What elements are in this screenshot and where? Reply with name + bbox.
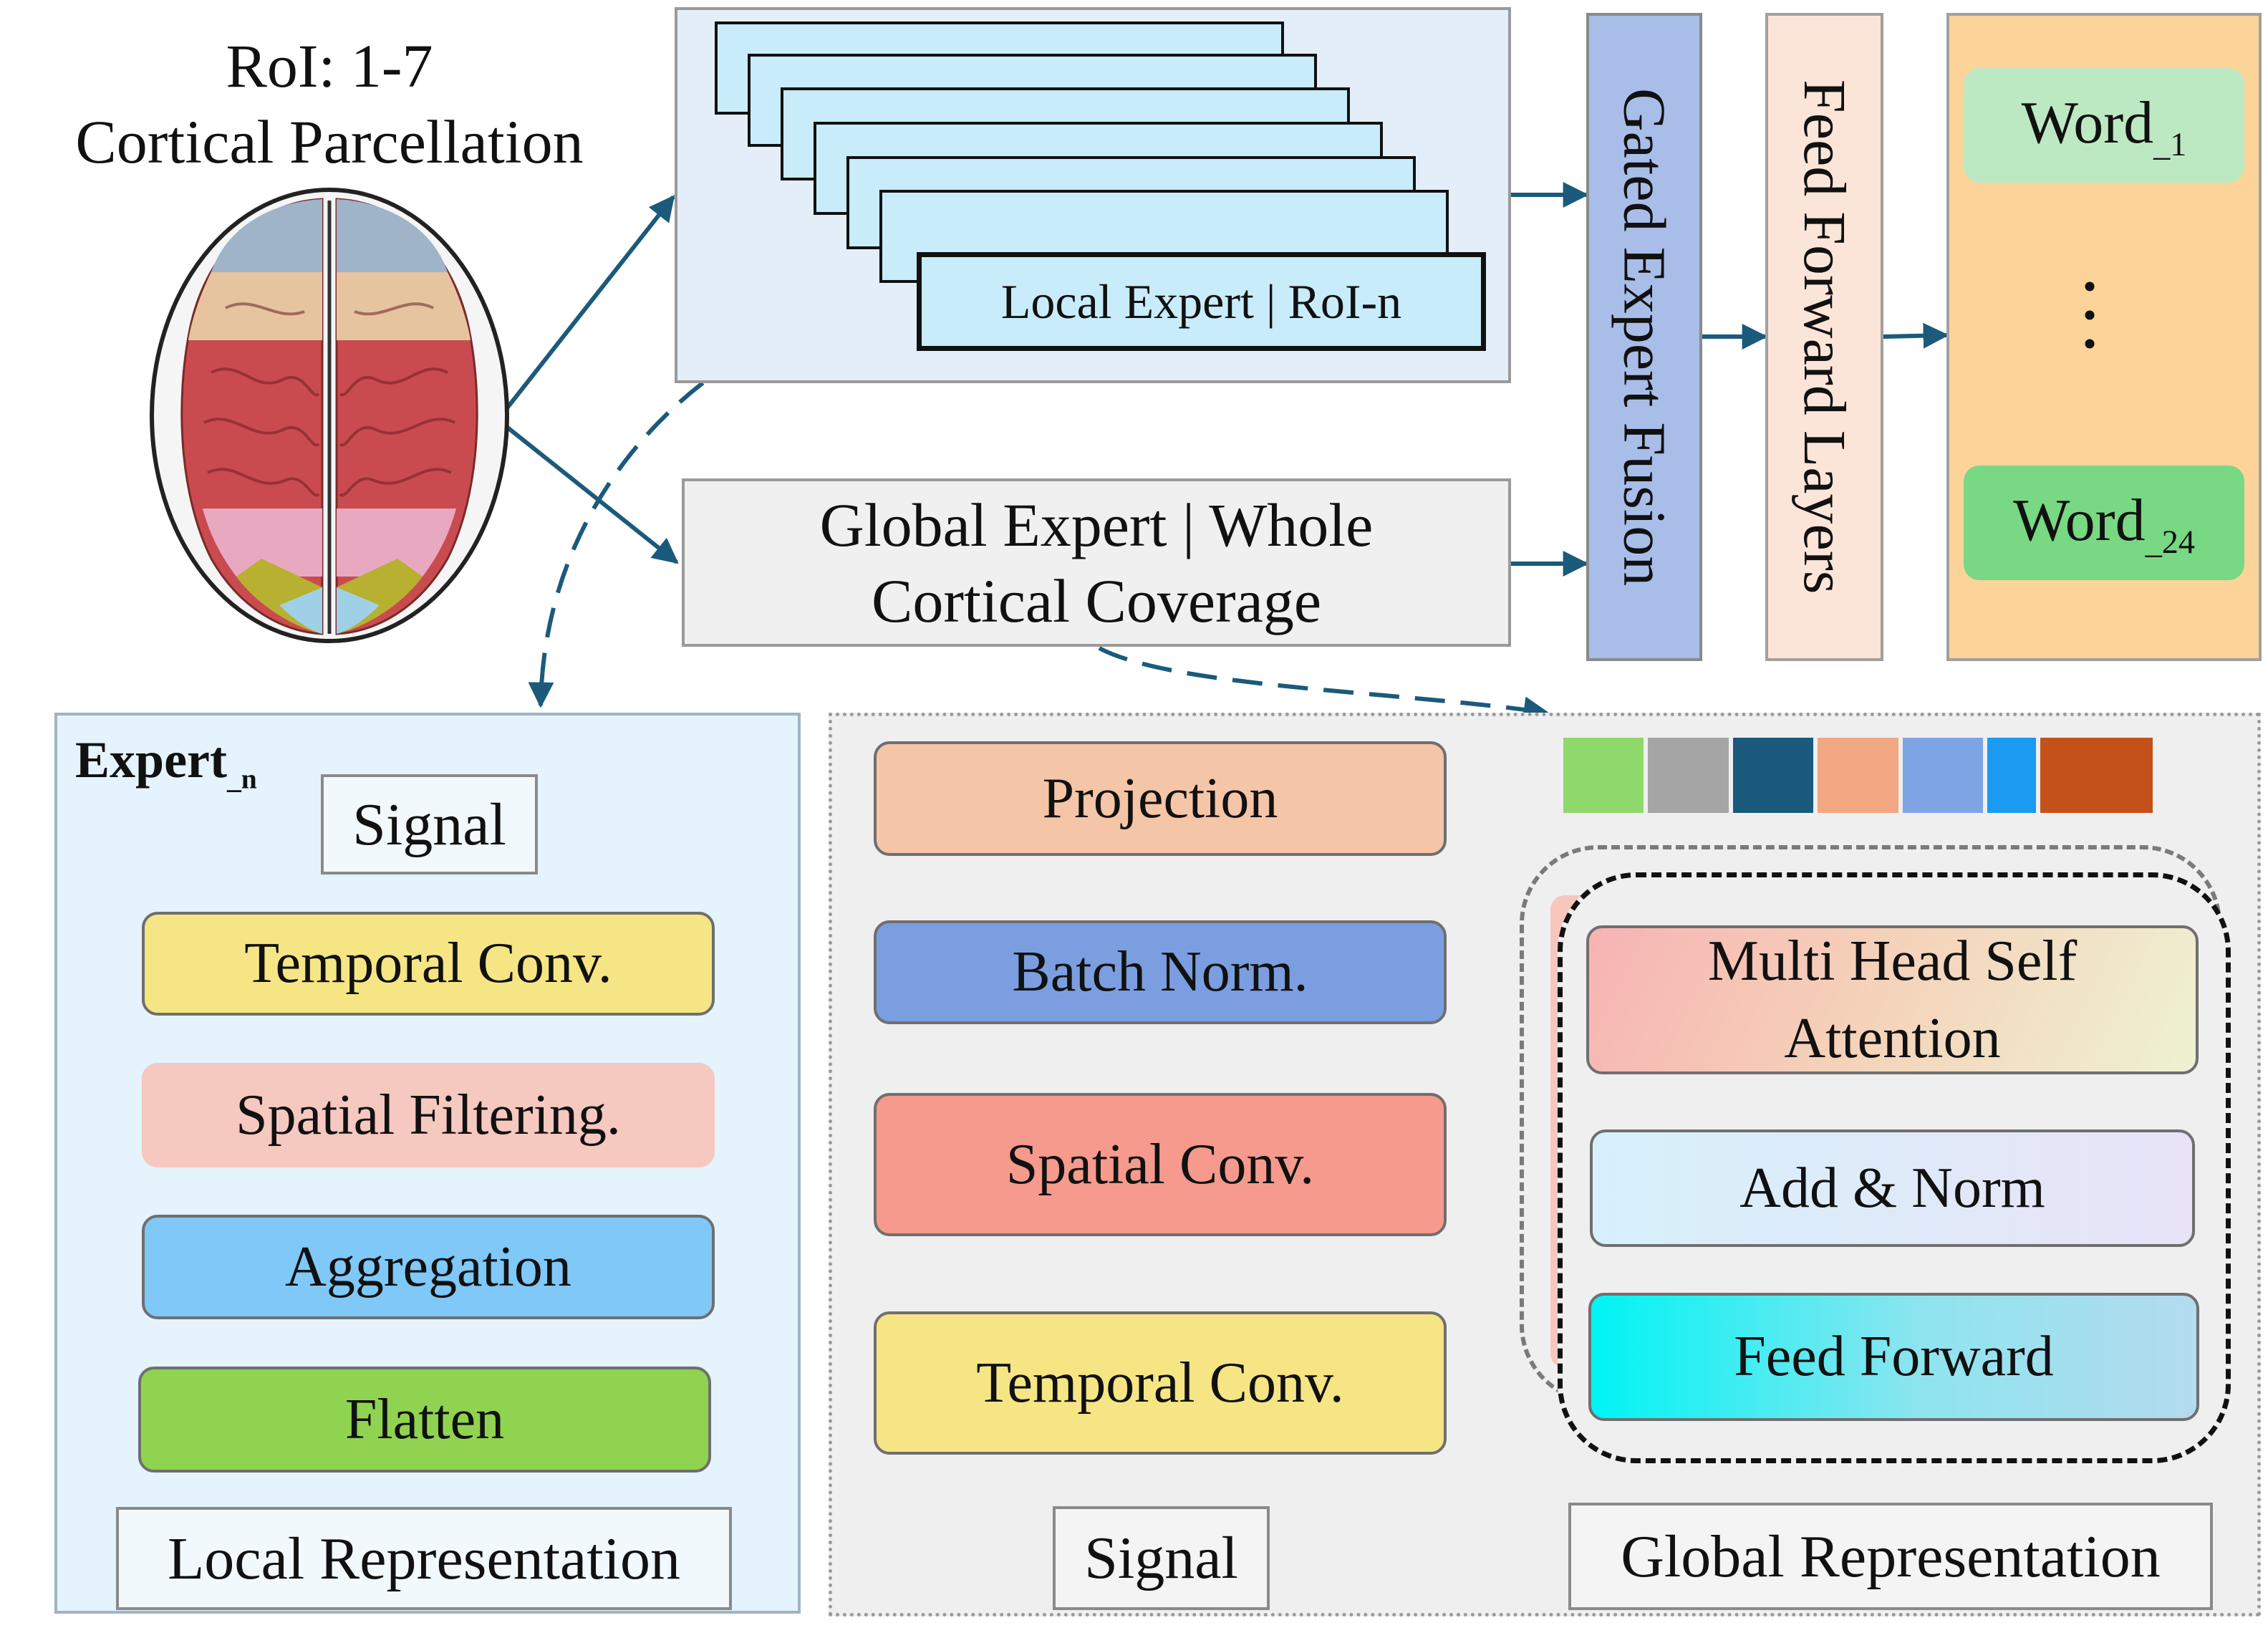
feed-forward-box: Feed Forward: [1588, 1293, 2199, 1421]
feed-forward-layers-box: Feed Forward Layers: [1765, 13, 1883, 661]
words-ellipsis: . . .: [2072, 279, 2136, 351]
ffl-to-words-arrow: [1883, 322, 1949, 349]
token-3: [1732, 738, 1814, 813]
token-4: [1818, 738, 1898, 813]
local-representation-box: Local Representation: [116, 1507, 732, 1610]
expert-signal-box: Signal: [321, 774, 538, 875]
global-representation-box: Global Representation: [1568, 1503, 2213, 1610]
roi-title-line1: RoI: 1-7: [226, 32, 433, 100]
global-expert-box: Global Expert | Whole Cortical Coverage: [682, 478, 1511, 647]
conv-step-temporal-conv: Temporal Conv.: [874, 1311, 1447, 1455]
token-strip: [1563, 738, 2153, 813]
conv-step-projection: Projection: [874, 741, 1447, 856]
local-expert-label: Local Expert | RoI-n: [1000, 274, 1402, 329]
token-7: [2040, 738, 2153, 813]
mhsa-line2: Attention: [1784, 1007, 2001, 1070]
gated-expert-fusion-box: Gated Expert Fusion: [1586, 13, 1702, 661]
brain-to-global-arrow: [500, 420, 679, 564]
global-signal-box: Signal: [1053, 1506, 1270, 1610]
mhsa-line1: Multi Head Self: [1707, 930, 2078, 993]
token-2: [1648, 738, 1729, 813]
global-expert-line2: Cortical Coverage: [871, 566, 1322, 635]
expert-step-aggregation: Aggregation: [142, 1215, 715, 1319]
expert-step-spatial-filtering: Spatial Filtering.: [142, 1063, 715, 1167]
mhsa-box: Multi Head Self Attention: [1586, 925, 2199, 1074]
expert-step-temporal-conv: Temporal Conv.: [142, 912, 715, 1016]
token-5: [1902, 738, 1984, 813]
gated-expert-fusion-label: Gated Expert Fusion: [1611, 87, 1678, 587]
global-expert-line1: Global Expert | Whole: [819, 490, 1374, 559]
local-expert-card-front: Local Expert | RoI-n: [917, 252, 1486, 351]
global-callout-dashed: [1098, 646, 1550, 723]
token-6: [1987, 738, 2036, 813]
expert-step-flatten: Flatten: [138, 1367, 711, 1473]
token-1: [1563, 738, 1644, 813]
feed-forward-layers-label: Feed Forward Layers: [1791, 80, 1858, 594]
brain-illustration: [150, 188, 509, 643]
conv-step-batch-norm: Batch Norm.: [874, 920, 1447, 1024]
conv-step-spatial-conv: Spatial Conv.: [874, 1093, 1447, 1236]
add-norm-box: Add & Norm: [1590, 1129, 2195, 1247]
word-24-box: Word_24: [1964, 466, 2244, 580]
brain-to-local-arrow: [499, 195, 675, 417]
roi-title: RoI: 1-7 Cortical Parcellation: [14, 29, 645, 179]
word-1-box: Word_1: [1964, 68, 2244, 183]
word-1-label: Word_1: [2021, 89, 2187, 163]
word-24-label: Word_24: [2013, 486, 2195, 560]
expert-n-title: Expert_n: [75, 731, 257, 795]
roi-title-line2: Cortical Parcellation: [75, 107, 584, 176]
